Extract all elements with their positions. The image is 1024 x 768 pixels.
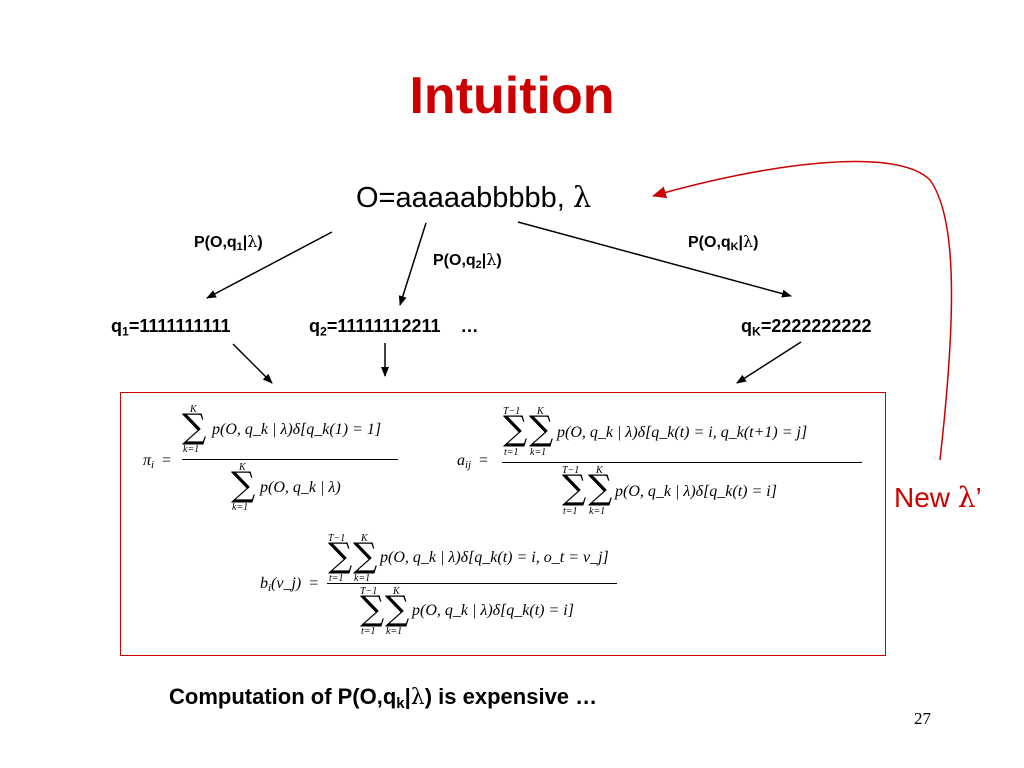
b-den-upper-t: T−1 (360, 586, 378, 597)
arrow-to-q1 (206, 231, 333, 299)
feedback-arrow (652, 160, 953, 461)
pi-lhs: πi= (143, 452, 172, 472)
a-den-upper-k: K (596, 465, 603, 476)
a-num-upper-t: T−1 (503, 406, 521, 417)
lambda-symbol: λ (572, 180, 592, 214)
pi-numerator: p(O, q_k | λ)δ[q_k(1) = 1] (212, 421, 382, 438)
b-den-lower-k: k=1 (386, 626, 403, 637)
pi-den-lower: k=1 (232, 502, 249, 513)
a-den-upper-t: T−1 (562, 465, 580, 476)
b-numerator: p(O, q_k | λ)δ[q_k(t) = i, o_t = v_j] (380, 549, 609, 566)
a-denominator: p(O, q_k | λ)δ[q_k(t) = i] (615, 483, 777, 500)
formula-box (120, 392, 886, 656)
b-num-upper-k: K (361, 533, 368, 544)
pi-num-sigma: ∑ (182, 407, 207, 447)
a-den-sigma-k: ∑ (588, 468, 613, 508)
prob-label-q2: P(O,q2|λ) (433, 250, 502, 272)
a-fraction-bar (502, 462, 862, 463)
observation-text: O=aaaaabbbbb, (356, 182, 573, 214)
state-seq-q2: q2=11111112211… (309, 316, 479, 339)
pi-fraction-bar (182, 459, 398, 460)
pi-num-lower: k=1 (183, 444, 200, 455)
a-numerator: p(O, q_k | λ)δ[q_k(t) = i, q_k(t+1) = j] (557, 424, 808, 441)
b-num-upper-t: T−1 (328, 533, 346, 544)
prob-label-qk: P(O,qK|λ) (688, 232, 759, 254)
b-num-sigma-t: ∑ (328, 536, 353, 576)
b-den-lower-t: t=1 (361, 626, 376, 637)
pi-denominator: p(O, q_k | λ) (260, 479, 341, 496)
observation-sequence: O=aaaaabbbbb, λ (356, 180, 591, 215)
pi-num-upper: K (190, 404, 197, 415)
b-denominator: p(O, q_k | λ)δ[q_k(t) = i] (412, 602, 574, 619)
b-num-lower-k: k=1 (354, 573, 371, 584)
a-lhs: aij= (457, 452, 489, 472)
b-num-sigma-k: ∑ (353, 536, 378, 576)
a-den-lower-t: t=1 (563, 506, 578, 517)
arrow-qk-to-box (736, 341, 802, 384)
prob-label-q1: P(O,q1|λ) (194, 232, 263, 254)
page-number: 27 (914, 709, 931, 728)
pi-den-upper: K (239, 462, 246, 473)
a-den-sigma-t: ∑ (562, 468, 587, 508)
arrow-to-q2 (398, 222, 427, 306)
new-lambda-label: New λ’ (894, 481, 982, 514)
ellipsis: … (460, 316, 479, 336)
state-seq-q1: q1=1111111111 (111, 316, 231, 339)
a-num-sigma-k: ∑ (529, 409, 554, 449)
arrow-to-qk (517, 221, 792, 298)
b-fraction-bar (327, 583, 617, 584)
footer-note: Computation of P(O,qk|λ) is expensive … (169, 684, 598, 713)
a-num-lower-k: k=1 (530, 447, 547, 458)
b-den-sigma-t: ∑ (360, 589, 385, 629)
pi-den-sigma: ∑ (231, 465, 256, 505)
b-den-upper-k: K (393, 586, 400, 597)
b-num-lower-t: t=1 (329, 573, 344, 584)
b-lhs: bi(v_j)= (260, 575, 319, 595)
a-num-lower-t: t=1 (504, 447, 519, 458)
state-seq-qk: qK=2222222222 (741, 316, 872, 339)
a-den-lower-k: k=1 (589, 506, 606, 517)
a-num-upper-k: K (537, 406, 544, 417)
a-num-sigma-t: ∑ (503, 409, 528, 449)
arrow-q1-to-box (232, 343, 273, 384)
b-den-sigma-k: ∑ (385, 589, 410, 629)
slide-title: Intuition (409, 67, 615, 125)
